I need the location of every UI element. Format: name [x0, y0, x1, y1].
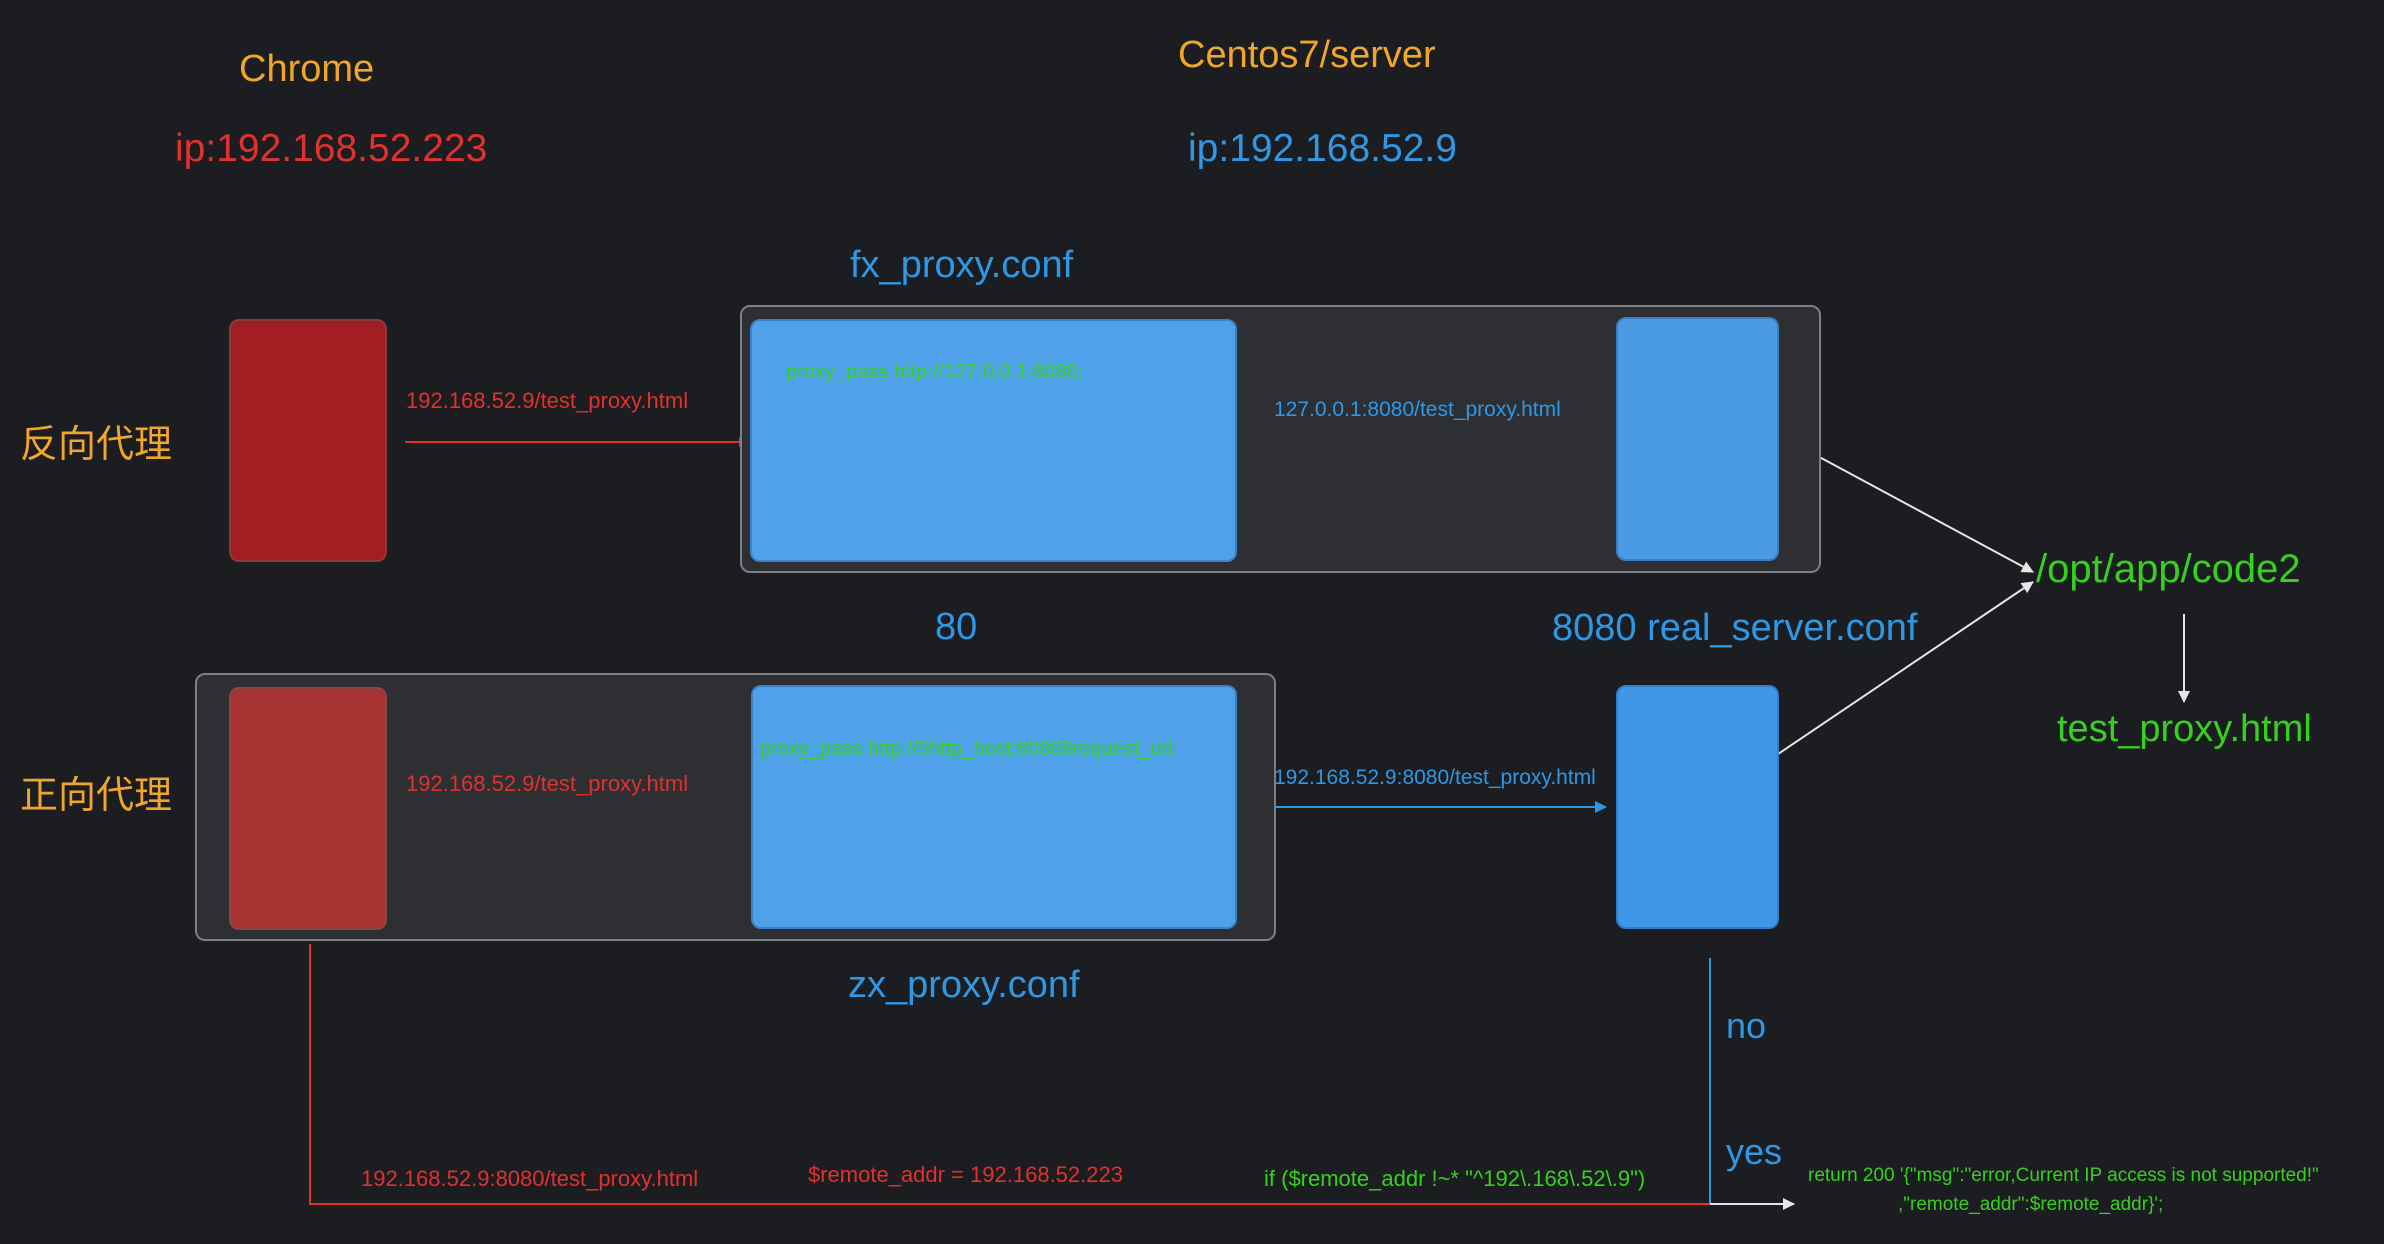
target-file: test_proxy.html: [2057, 708, 2312, 750]
real-server-conf-label: 8080 real_server.conf: [1552, 607, 1918, 649]
forward-upstream-request: 192.168.52.9:8080/test_proxy.html: [1274, 766, 1596, 789]
server-title: Centos7/server: [1178, 34, 1436, 76]
return-line-1: return 200 '{"msg":"error,Current IP acc…: [1808, 1165, 2319, 1186]
reverse-proxy-directive: proxy_pass http://127.0.0.1:8080;: [786, 361, 1083, 383]
no-label: no: [1726, 1005, 1767, 1046]
target-path: /opt/app/code2: [2036, 547, 2301, 591]
server-ip: ip:192.168.52.9: [1188, 127, 1457, 170]
real-server-box-top: [1616, 317, 1779, 561]
real-server-box-bottom: [1616, 685, 1779, 929]
return-line-2: ,"remote_addr":$remote_addr}';: [1898, 1194, 2164, 1215]
fx-proxy-conf-label: fx_proxy.conf: [850, 244, 1074, 286]
client-ip: ip:192.168.52.223: [175, 127, 488, 170]
zx-proxy-box: [751, 685, 1237, 929]
remote-addr-value: $remote_addr = 192.168.52.223: [808, 1162, 1123, 1187]
reverse-upstream-request: 127.0.0.1:8080/test_proxy.html: [1274, 398, 1561, 421]
direct-request: 192.168.52.9:8080/test_proxy.html: [361, 1166, 699, 1191]
fx-proxy-box: [750, 319, 1237, 562]
ip-condition: if ($remote_addr !~* "^192\.168\.52\.9"): [1264, 1168, 1645, 1190]
yes-label: yes: [1726, 1131, 1783, 1172]
reverse-proxy-label: 反向代理: [20, 422, 173, 466]
direct-access-path: [309, 944, 1712, 1205]
ip-condition-text: if ($remote_addr !~* "^192\.168\.52\.9"): [1264, 1166, 1646, 1191]
chrome-client-reverse: [229, 319, 387, 562]
forward-proxy-directive: proxy_pass http://$http_host:8080$reques…: [760, 738, 1179, 760]
client-title: Chrome: [239, 48, 375, 90]
chrome-client-forward: [229, 687, 387, 930]
forward-client-request: 192.168.52.9/test_proxy.html: [406, 771, 689, 796]
port-80-label: 80: [935, 606, 978, 648]
reverse-client-request: 192.168.52.9/test_proxy.html: [406, 388, 689, 413]
forward-proxy-label: 正向代理: [20, 773, 173, 817]
zx-proxy-conf-label: zx_proxy.conf: [848, 964, 1080, 1006]
